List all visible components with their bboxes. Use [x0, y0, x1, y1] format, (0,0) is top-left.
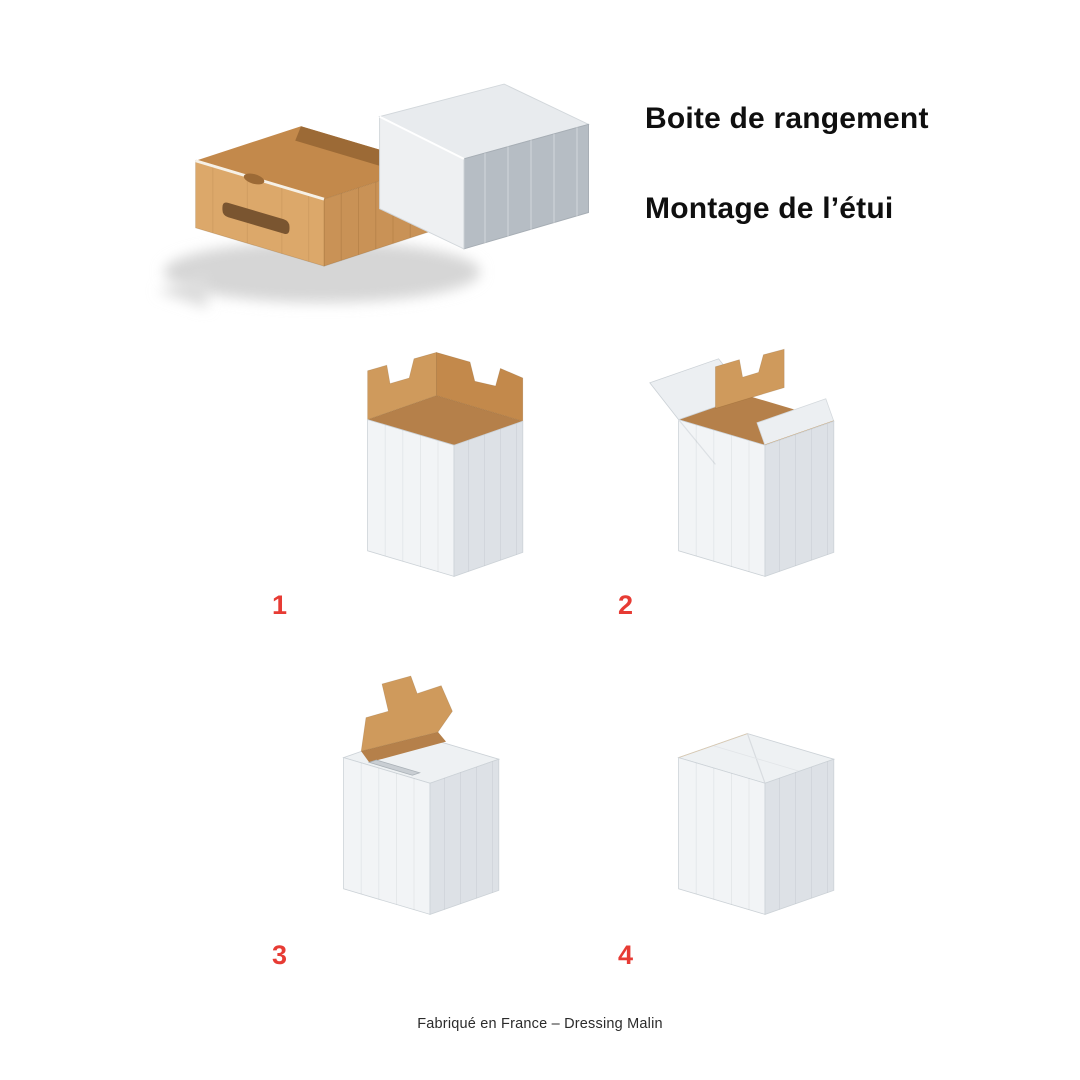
sleeve-texture-lines: [484, 127, 578, 244]
top-handle-slot: [367, 759, 421, 776]
step-2-illustration: [649, 348, 835, 577]
step-4-number: 4: [618, 940, 634, 970]
box-corrugation-lines: [695, 761, 828, 910]
step-4-illustration: [677, 733, 836, 915]
step-3-box: [342, 675, 501, 915]
kraft-last-flap: [360, 675, 453, 752]
drawer-handle-cutout: [222, 202, 290, 235]
box-side-face: [764, 420, 835, 577]
front-crease-line: [678, 419, 716, 465]
box-corrugation-lines: [695, 423, 828, 572]
box-side-face: [764, 758, 835, 915]
step-1-number: 1: [272, 590, 288, 620]
box-side-face: [453, 420, 524, 577]
step-4-box: [677, 733, 836, 915]
box-front-face: [367, 419, 455, 577]
box-front-face: [343, 757, 431, 915]
box-corrugation-lines: [384, 423, 517, 572]
page-title-line2: Montage de l’étui: [645, 192, 894, 225]
kraft-flap-underside: [361, 732, 446, 763]
drawer-thumb-notch: [243, 173, 265, 185]
box-front-face: [678, 757, 766, 915]
top-kraft-edge-hairline: [678, 733, 748, 758]
hero-illustration: [157, 83, 590, 309]
sleeve-opening-edge-highlight: [379, 115, 465, 160]
drawer-interior: [195, 126, 430, 200]
step-1-illustration: [367, 351, 524, 577]
footer-text: Fabriqué en France – Dressing Malin: [417, 1016, 663, 1032]
kraft-flap-right: [436, 351, 524, 422]
hero-shadow: [157, 241, 481, 309]
page-title-line1: Boite de rangement: [645, 102, 929, 135]
step-3-number: 3: [272, 940, 288, 970]
step-3-illustration: [342, 675, 501, 915]
top-crease-line-2: [712, 745, 800, 772]
box-top-opening: [367, 395, 523, 446]
step-2-box: [649, 348, 835, 577]
step-1-box: [367, 351, 524, 577]
box-side-face: [429, 758, 500, 915]
step-2-number: 2: [618, 590, 634, 620]
sleeve: [378, 83, 590, 250]
kraft-flap-standing: [715, 348, 785, 409]
box-corrugation-lines: [360, 761, 493, 910]
box-front-face: [678, 419, 766, 577]
